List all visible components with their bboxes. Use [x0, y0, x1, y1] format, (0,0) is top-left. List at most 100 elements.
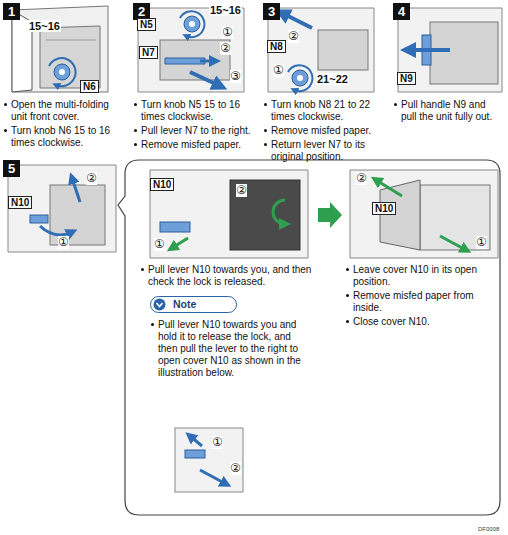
step1-art-shape: [49, 58, 76, 86]
panel-left-art-shape: [160, 222, 190, 232]
part-label-text: N6: [83, 81, 96, 92]
panel-right-art-shape: [376, 180, 402, 196]
step1-art-shape: [54, 64, 70, 80]
step-number: 1: [3, 3, 20, 20]
callout-number: ①: [273, 64, 284, 77]
callout-number: ③: [230, 70, 241, 83]
step2-art: [138, 8, 244, 92]
bullet-dot: [4, 129, 7, 132]
bullet-dot: [151, 323, 154, 326]
bullet-dot: [134, 103, 137, 106]
callout-number: ①: [222, 26, 233, 39]
panel-left-art: [150, 170, 308, 258]
step4-art: [398, 8, 502, 92]
step3-art-shape: [297, 75, 303, 81]
flow-arrow: [318, 202, 342, 228]
step2-art-shape: [200, 60, 215, 63]
bullet-dot: [134, 129, 137, 132]
panel-left-art-shape: [172, 238, 188, 248]
count-label: 21~22: [316, 73, 349, 85]
callout-number: ②: [236, 184, 247, 197]
step2-art-shape: [165, 58, 205, 64]
step-instruction: Turn knob N6 15 to 16 times clockwise.: [11, 125, 123, 149]
step3-art-shape: [318, 30, 368, 70]
part-label: N8: [267, 40, 286, 53]
callout-number: ②: [86, 172, 97, 185]
part-label-text: N5: [140, 19, 153, 30]
part-label: N7: [139, 46, 158, 59]
part-label-text: N10: [11, 197, 29, 208]
step5-thumb-art-shape: [40, 226, 72, 235]
note-art-shape: [175, 428, 243, 492]
bullet-dot: [346, 268, 349, 271]
count-label: 15~16: [28, 20, 61, 32]
step1-art-shape: [59, 69, 65, 75]
step-number: 3: [263, 3, 280, 20]
bullet-dot: [394, 103, 397, 106]
note-icon: [153, 298, 166, 311]
bullet-dot: [264, 143, 267, 146]
step-number-text: 2: [138, 4, 145, 19]
callout-number: ①: [476, 236, 487, 249]
step2-art-shape: [190, 72, 220, 86]
step-number: 5: [3, 160, 20, 177]
step-instruction: Remove misfed paper.: [271, 125, 381, 137]
bullet-dot: [346, 320, 349, 323]
step-instruction: Return lever N7 to its original position…: [271, 139, 381, 163]
part-label-text: N7: [142, 47, 155, 58]
note-heading-text: Note: [173, 298, 196, 310]
note-art: [175, 428, 243, 492]
callout-panel: Pull lever N10 towards you, and then che…: [125, 160, 500, 515]
part-label: N5: [137, 18, 156, 31]
step1-art-shape: [12, 6, 108, 92]
step-instruction: Open the multi-folding unit front cover.: [11, 99, 123, 123]
part-label: N10: [8, 196, 32, 209]
bullet-dot: [264, 103, 267, 106]
part-label: N9: [397, 72, 416, 85]
part-label-text: N10: [153, 179, 171, 190]
part-label-text: N10: [375, 203, 393, 214]
step-instruction: Turn knob N5 15 to 16 times clockwise.: [141, 99, 251, 123]
note-art-shape: [200, 470, 226, 484]
part-label: N6: [80, 80, 99, 93]
note-art-shape: [185, 450, 205, 458]
note-icon-circle: [154, 299, 166, 311]
step3-art-shape: [282, 13, 312, 28]
bullet-dot: [141, 268, 144, 271]
step5-thumb-art-shape: [8, 165, 116, 252]
count-label: 15~16: [209, 4, 242, 16]
panel-text: Remove misfed paper from inside.: [353, 290, 495, 314]
panel-left-art-shape: [150, 170, 308, 258]
step5-thumb-art-shape: [30, 215, 48, 223]
part-label: N10: [372, 202, 396, 215]
part-label-text: N8: [270, 41, 283, 52]
panel-right-art-shape: [380, 180, 420, 250]
bullet-dot: [134, 143, 137, 146]
bullet-dot: [264, 129, 267, 132]
step-number-text: 3: [268, 4, 275, 19]
step4-art-shape: [430, 22, 498, 84]
panel-right-art: [350, 170, 498, 258]
callout-number: ②: [220, 42, 231, 55]
callout-number: ②: [230, 462, 241, 475]
panel-left-art-shape: [273, 200, 285, 224]
step-instruction: Turn knob N8 21 to 22 times clockwise.: [271, 99, 381, 123]
callout-number: ①: [212, 436, 223, 449]
step-number-text: 1: [8, 4, 15, 19]
step3-art: [268, 8, 374, 92]
callout-number: ①: [154, 238, 165, 251]
step2-art-shape: [184, 16, 200, 32]
panel-right-art-shape: [420, 185, 490, 250]
panel-right-art-shape: [350, 170, 498, 258]
step-instruction: Pull handle N9 and pull the unit fully o…: [401, 99, 503, 123]
part-label: N10: [150, 178, 174, 191]
panel-text: Close cover N10.: [353, 316, 495, 328]
callout-number: ①: [58, 236, 69, 249]
panel-left-art-shape: [230, 180, 300, 250]
callout-number: ②: [288, 30, 299, 43]
step-instruction: Remove misfed paper.: [141, 139, 251, 151]
part-label-text: N9: [400, 73, 413, 84]
step4-art-shape: [398, 8, 502, 92]
step2-art-shape: [180, 11, 204, 37]
